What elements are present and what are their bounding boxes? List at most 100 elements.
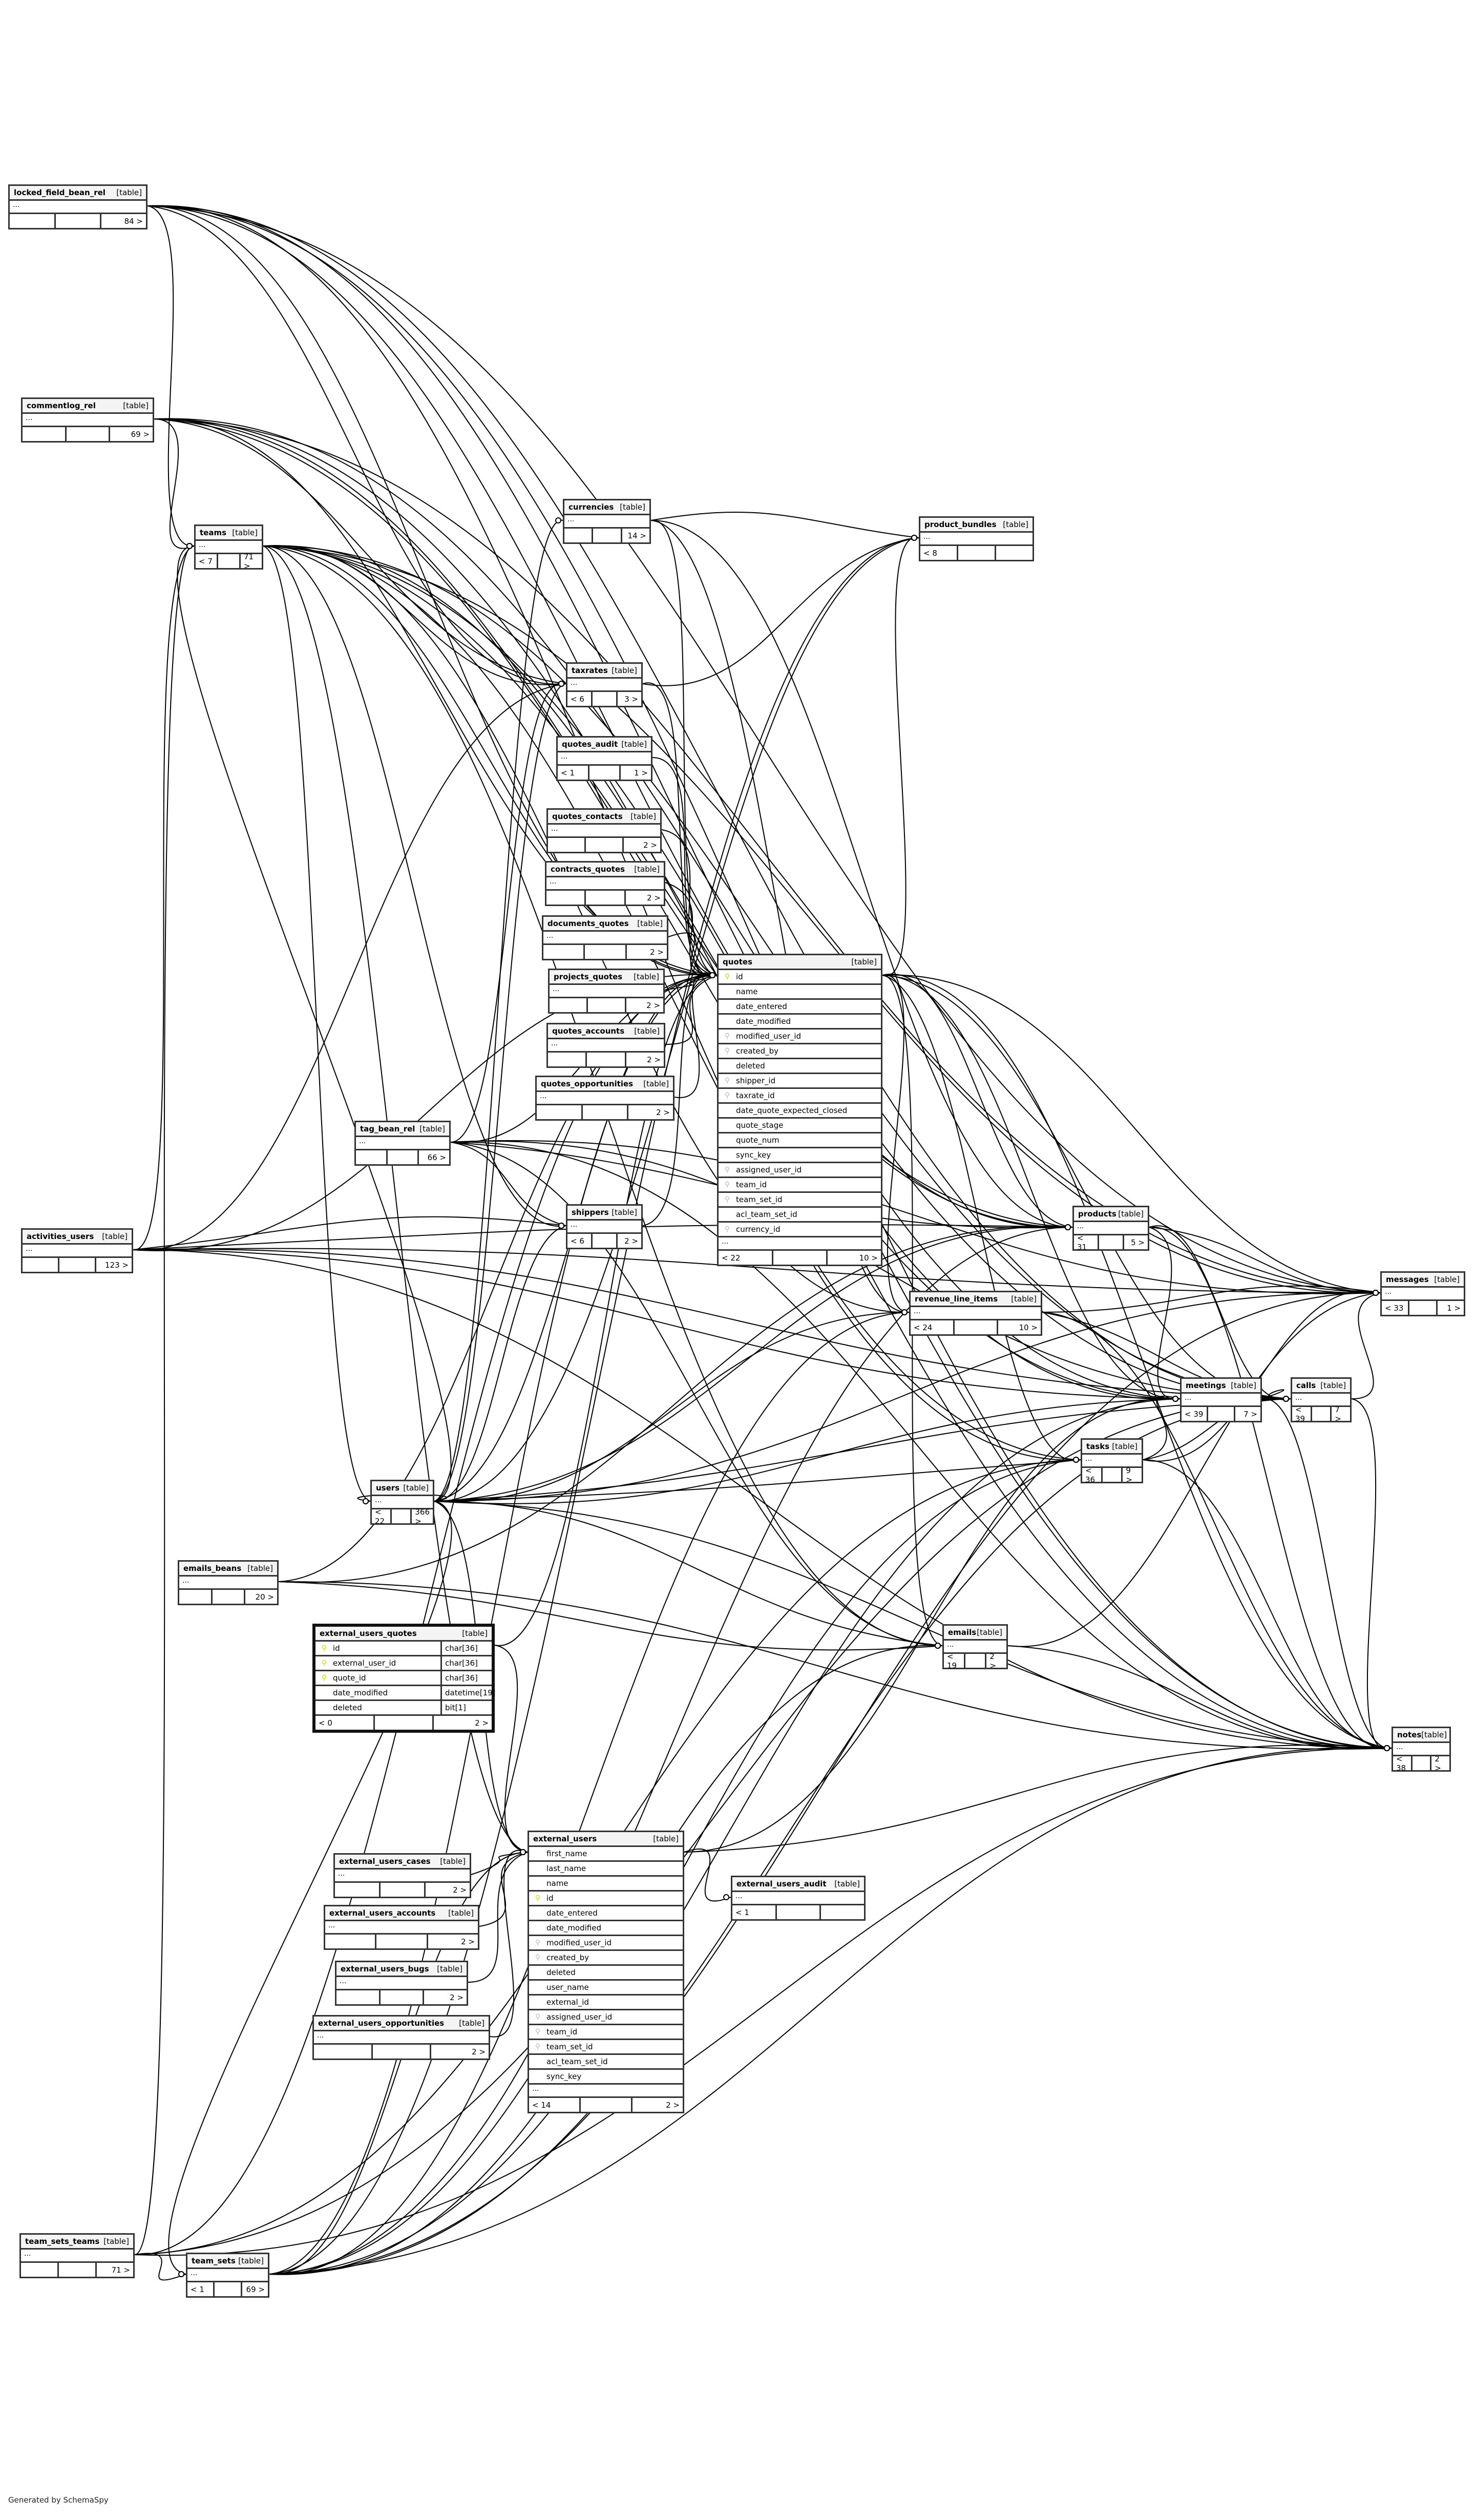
parent-count[interactable]: < 36 (1085, 1465, 1095, 1484)
table-name[interactable]: calls (1296, 1381, 1316, 1390)
table-name[interactable]: emails (948, 1628, 977, 1637)
child-count[interactable]: 69 > (240, 2282, 268, 2296)
column-row[interactable]: ⚲assigned_user_id (529, 2010, 683, 2025)
table-name[interactable]: shippers (572, 1208, 609, 1217)
parent-count[interactable]: < 22 (722, 1253, 741, 1263)
child-count[interactable]: 2 > (426, 1935, 478, 1948)
table-name[interactable]: locked_field_bean_rel (14, 188, 106, 197)
table-name[interactable]: users (376, 1483, 400, 1493)
parent-count[interactable] (314, 2045, 371, 2059)
child-count[interactable]: 7 > (1330, 1405, 1350, 1423)
child-count[interactable]: 123 > (95, 1258, 132, 1272)
table-name[interactable]: tasks (1086, 1442, 1110, 1451)
column-row[interactable]: sync_key (529, 2070, 683, 2085)
child-count[interactable]: 20 > (244, 1590, 277, 1604)
table-emails-beans[interactable]: emails_beans[table]...20 > (178, 1560, 279, 1605)
table-name[interactable]: products (1078, 1209, 1116, 1219)
child-count[interactable]: 66 > (417, 1150, 449, 1164)
column-row[interactable]: name (529, 1877, 683, 1892)
table-name[interactable]: external_users_bugs (341, 1964, 429, 1973)
parent-count[interactable] (550, 998, 586, 1012)
parent-count[interactable] (546, 891, 584, 905)
parent-count[interactable]: < 33 (1385, 1303, 1404, 1313)
column-row[interactable]: date_entered (529, 1906, 683, 1921)
parent-count[interactable] (537, 1105, 581, 1119)
parent-count[interactable]: < 39 (1295, 1404, 1305, 1423)
table-team-sets-teams[interactable]: team_sets_teams[table]...71 > (19, 2233, 135, 2278)
column-row[interactable]: date_entered (719, 1000, 881, 1015)
table-name[interactable]: team_sets_teams (25, 2237, 100, 2246)
column-row[interactable]: ⚲created_by (529, 1951, 683, 1966)
column-row[interactable]: ⚲team_set_id (719, 1193, 881, 1208)
parent-count[interactable]: < 1 (561, 768, 575, 778)
parent-count[interactable] (543, 945, 583, 959)
table-locked-field-bean-rel[interactable]: locked_field_bean_rel[table]...84 > (8, 184, 148, 229)
parent-count[interactable] (548, 838, 584, 852)
child-count[interactable]: 366 > (410, 1507, 433, 1526)
child-count[interactable] (995, 546, 1032, 560)
parent-count[interactable] (10, 214, 54, 228)
child-count[interactable]: 2 > (430, 2045, 489, 2059)
child-count[interactable]: 3 > (616, 692, 641, 706)
column-row[interactable]: ⚲modified_user_id (719, 1030, 881, 1044)
child-count[interactable]: 2 > (985, 1652, 1006, 1670)
table-activities-users[interactable]: activities_users[table]...123 > (21, 1228, 133, 1273)
child-count[interactable]: 2 > (625, 998, 663, 1012)
child-count[interactable]: 7 > (1233, 1407, 1260, 1421)
table-documents-quotes[interactable]: documents_quotes[table]...2 > (542, 915, 668, 960)
table-name[interactable]: quotes_opportunities (541, 1079, 634, 1088)
child-count[interactable]: 2 > (423, 1990, 467, 2004)
parent-count[interactable]: < 31 (1077, 1233, 1087, 1252)
table-name[interactable]: quotes_contacts (552, 812, 623, 821)
table-product-bundles[interactable]: product_bundles[table]...< 8 (919, 516, 1034, 561)
column-row[interactable]: date_modified (719, 1015, 881, 1030)
child-count[interactable]: 1 > (619, 766, 651, 780)
parent-count[interactable]: < 22 (375, 1507, 385, 1526)
column-row[interactable]: date_modified (529, 1921, 683, 1936)
table-name[interactable]: activities_users (27, 1232, 94, 1241)
column-row[interactable]: sync_key (719, 1148, 881, 1163)
table-name[interactable]: external_users_opportunities (318, 2019, 445, 2028)
child-count[interactable]: 2 > (432, 1716, 492, 1730)
column-row[interactable]: ⚲taxrate_id (719, 1089, 881, 1104)
table-name[interactable]: projects_quotes (554, 972, 623, 981)
table-name[interactable]: notes (1397, 1730, 1422, 1739)
parent-count[interactable]: < 19 (947, 1651, 957, 1670)
column-row[interactable]: ⚲team_id (719, 1178, 881, 1193)
table-external-users-opportunities[interactable]: external_users_opportunities[table]...2 … (312, 2015, 490, 2060)
table-name[interactable]: emails_beans (183, 1564, 242, 1573)
child-count[interactable]: 9 > (1121, 1466, 1142, 1484)
parent-count[interactable] (548, 1053, 585, 1066)
table-name[interactable]: external_users_audit (736, 1879, 827, 1888)
table-external-users-accounts[interactable]: external_users_accounts[table]...2 > (324, 1905, 479, 1950)
table-name[interactable]: teams (200, 528, 227, 537)
column-row[interactable]: user_name (529, 1981, 683, 1996)
child-count[interactable]: 10 > (997, 1320, 1041, 1334)
child-count[interactable]: 10 > (826, 1251, 881, 1265)
parent-count[interactable] (564, 529, 592, 542)
table-name[interactable]: commentlog_rel (27, 401, 96, 410)
table-name[interactable]: external_users_quotes (320, 1629, 417, 1638)
parent-count[interactable]: < 6 (571, 694, 584, 704)
table-name[interactable]: quotes_accounts (552, 1026, 625, 1036)
table-name[interactable]: meetings (1186, 1381, 1226, 1390)
table-name[interactable]: documents_quotes (547, 919, 629, 928)
child-count[interactable]: 2 > (624, 1053, 664, 1066)
parent-count[interactable]: < 1 (735, 1907, 749, 1917)
column-row[interactable]: deleted (529, 1966, 683, 1981)
